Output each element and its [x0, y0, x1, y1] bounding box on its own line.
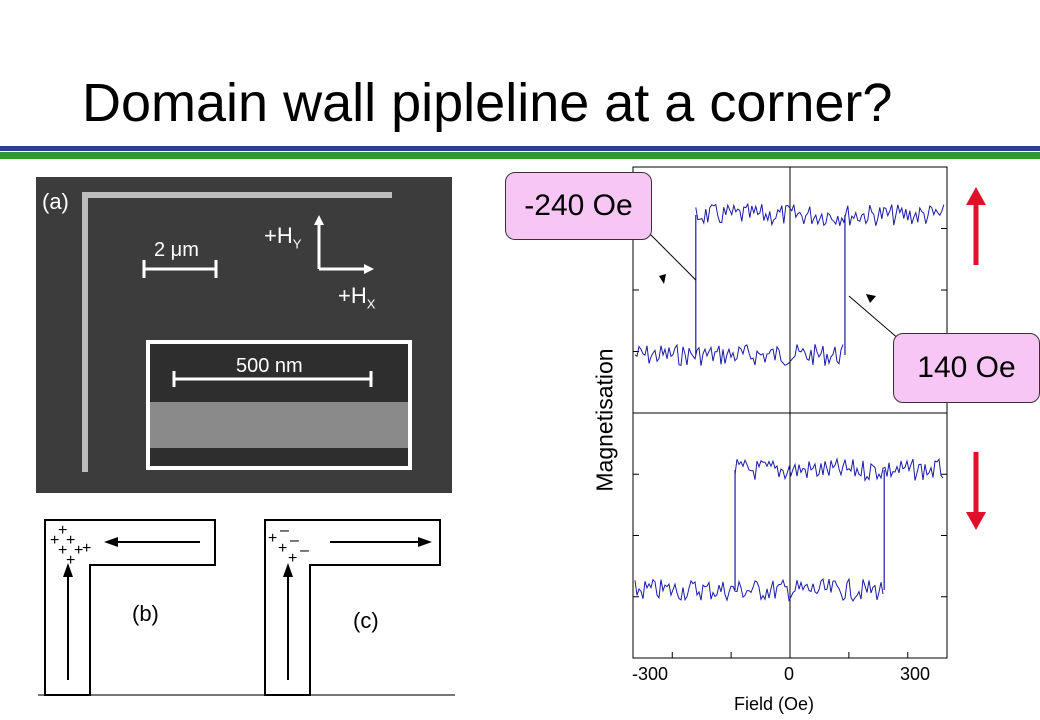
charge: +	[74, 542, 84, 559]
charge: +	[50, 532, 60, 549]
schematics	[38, 519, 455, 696]
x-tick-label: -300	[632, 664, 669, 684]
series-lower-branch-bottom	[634, 577, 884, 603]
sem-micrograph: (a) 2 μm +HY +HX 500 nm	[36, 177, 452, 493]
callout-140: 140 Oe	[893, 333, 1040, 403]
charges-c: + – + – + –	[268, 523, 318, 573]
title-rule-blue	[0, 146, 1040, 151]
title-rule-green	[0, 152, 1040, 159]
wire-horizontal	[82, 192, 392, 198]
series-lower-branch-top	[634, 343, 844, 366]
charge: +	[82, 540, 92, 557]
inset-scale-label: 500 nm	[236, 355, 303, 377]
series-upper-branch-top	[695, 202, 945, 227]
charge: +	[66, 532, 76, 549]
field-y-text: +H	[264, 223, 293, 248]
wire-vertical	[82, 192, 88, 472]
callout-pointer-head	[866, 294, 876, 303]
x-axis-label: Field (Oe)	[734, 694, 815, 714]
callout-pointer	[848, 295, 901, 341]
field-y-label: +HY	[264, 223, 301, 251]
callout-minus-240: -240 Oe	[505, 172, 652, 240]
inset-wire	[150, 402, 408, 448]
panel-label-a: (a)	[42, 189, 69, 214]
x-tick-label: 300	[900, 664, 931, 684]
field-x-label: +HX	[338, 283, 375, 311]
slide-title: Domain wall pipleline at a corner?	[82, 73, 893, 133]
callout-pointer-head	[659, 274, 666, 284]
field-x-sub: X	[366, 296, 376, 312]
sem-image	[36, 177, 452, 493]
charge: +	[268, 530, 278, 547]
field-arrow-down-head	[966, 512, 986, 530]
y-axis-label: Magnetisation	[591, 348, 618, 492]
wire-b-outline	[44, 519, 216, 696]
charge: +	[278, 540, 288, 557]
charges-b: + + + + + + +	[48, 523, 98, 573]
charge: –	[280, 522, 289, 539]
wire-c-outline	[264, 519, 441, 696]
field-y-sub: Y	[292, 236, 302, 252]
charge: +	[66, 552, 76, 569]
charge: –	[290, 532, 299, 549]
series-upper-branch-bottom	[734, 457, 944, 482]
callout-pointer	[647, 231, 697, 281]
panel-label-b: (b)	[132, 601, 159, 626]
scale-bar-label: 2 μm	[154, 239, 199, 261]
charge: +	[58, 522, 68, 539]
x-tick-label: 0	[784, 664, 795, 684]
field-x-text: +H	[338, 283, 367, 308]
field-arrow-up-head	[966, 187, 986, 205]
panel-label-c: (c)	[353, 608, 379, 633]
charge: +	[58, 542, 68, 559]
charge: +	[288, 550, 298, 567]
charge: –	[300, 542, 309, 559]
